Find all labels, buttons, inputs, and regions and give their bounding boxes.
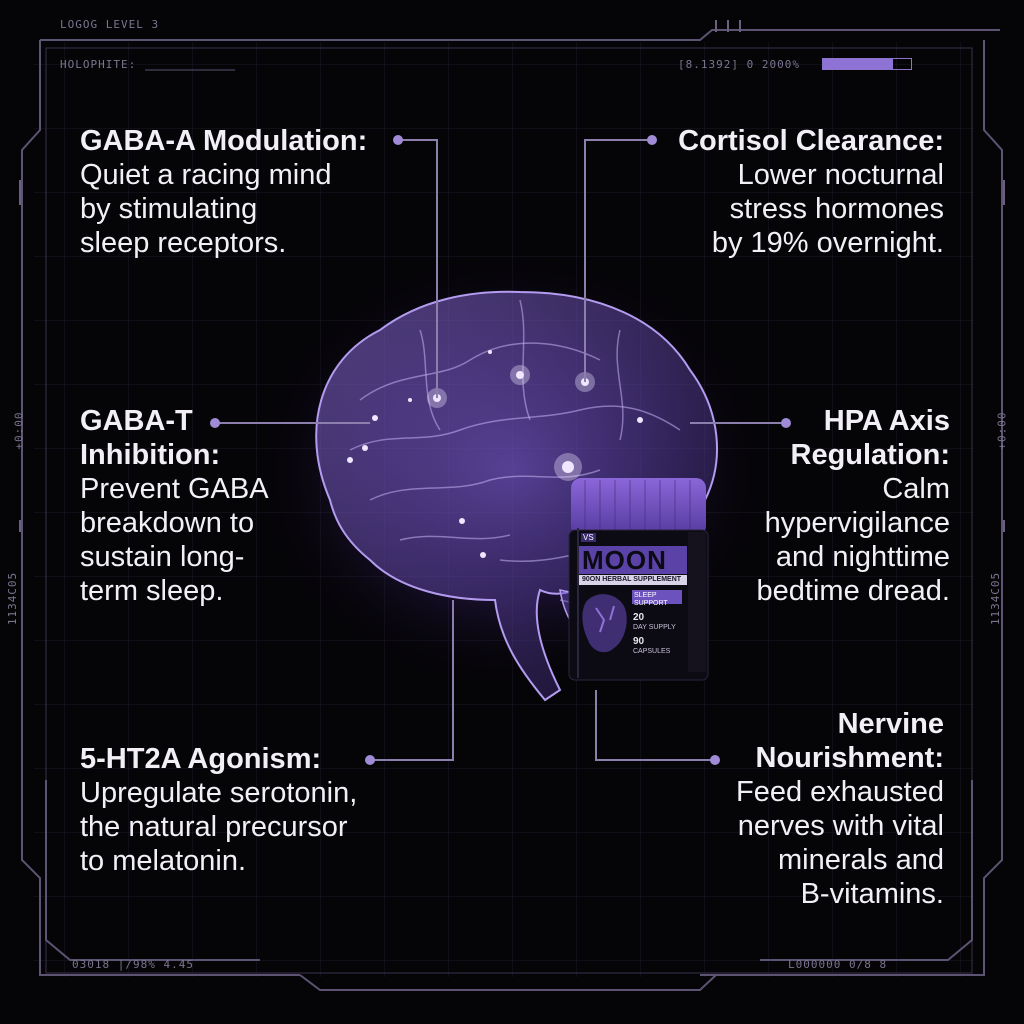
hud-bottom-left: 03018 |/98% 4.45	[72, 958, 194, 971]
connector-lines	[215, 139, 786, 761]
hud-bottom-right: L000000 0/8 8	[788, 958, 888, 971]
callout-nervine: Nervine Nourishment: Feed exhausted nerv…	[700, 707, 944, 911]
callout-gaba-t: GABA-T Inhibition: Prevent GABA breakdow…	[80, 404, 300, 608]
hud-readout: [8.1392] 0 2000%	[678, 58, 800, 71]
callout-title: GABA-A Modulation:	[80, 125, 368, 157]
callout-title: HPA Axis Regulation:	[790, 405, 951, 471]
callout-cortisol: Cortisol Clearance: Lower nocturnal stre…	[640, 124, 944, 260]
hud-level-label: LOGOG LEVEL 3	[60, 18, 160, 31]
product-supply-label: DAY SUPPLY	[633, 624, 676, 631]
hud-frame	[21, 29, 1003, 991]
callout-body: Lower nocturnal stress hormones by 19% o…	[711, 159, 944, 259]
callout-hpa: HPA Axis Regulation: Calm hypervigilance…	[730, 404, 950, 608]
connector-dots	[210, 135, 791, 765]
product-supply-num: 20	[633, 612, 645, 623]
hud-left-side-top: +0:00	[12, 411, 26, 450]
product-name: MOON	[582, 545, 667, 575]
callout-body: Upregulate serotonin, the natural precur…	[80, 777, 358, 877]
product-bottle	[568, 478, 709, 681]
hud-right-side-bottom: 1134C05	[989, 571, 1003, 626]
callout-title: Cortisol Clearance:	[678, 125, 944, 157]
callout-title: GABA-T Inhibition:	[80, 405, 221, 471]
callout-body: Feed exhausted nerves with vital mineral…	[736, 776, 944, 910]
product-brand-badge: VS	[581, 533, 596, 542]
product-subtitle: 90ON HERBAL SUPPLEMENT	[582, 576, 682, 583]
callout-title: 5-HT2A Agonism:	[80, 743, 322, 775]
callout-body: Quiet a racing mind by stimulating sleep…	[80, 159, 332, 259]
product-tag: SLEEP SUPPORT	[634, 592, 668, 607]
callout-5ht2a: 5-HT2A Agonism: Upregulate serotonin, th…	[80, 742, 410, 878]
callout-gaba-a: GABA-A Modulation: Quiet a racing mind b…	[80, 124, 410, 260]
callout-body: Calm hypervigilance and nighttime bedtim…	[756, 473, 950, 607]
hud-progress-fill	[823, 59, 894, 69]
product-capsule-num: 90	[633, 636, 645, 647]
callout-body: Prevent GABA breakdown to sustain long- …	[80, 473, 269, 607]
product-capsule-label: CAPSULES	[633, 648, 671, 655]
hud-header-left: HOLOPHITE:	[60, 58, 137, 71]
hud-right-side-top: +0:00	[995, 411, 1009, 450]
hud-progress-bar	[822, 58, 912, 70]
callout-title: Nervine Nourishment:	[755, 708, 945, 774]
hud-left-side-bottom: 1134C05	[6, 571, 20, 626]
